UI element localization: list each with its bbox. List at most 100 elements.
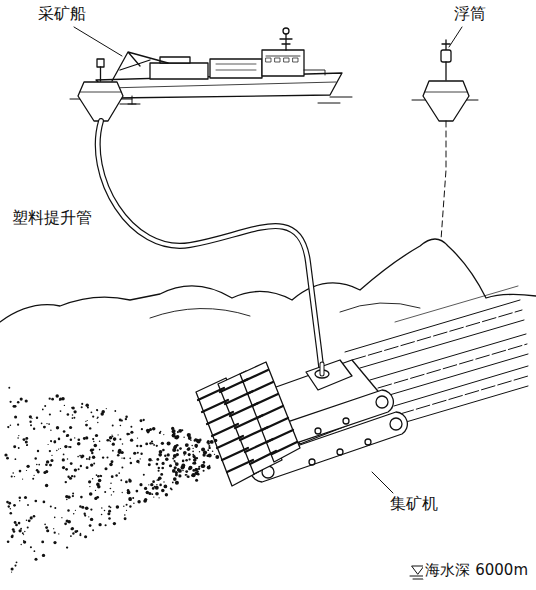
- ore-nodule: [55, 394, 58, 397]
- ore-nodule: [108, 517, 111, 520]
- ore-nodule: [130, 439, 133, 442]
- ore-nodule: [151, 460, 152, 461]
- ore-nodule: [156, 484, 157, 485]
- ore-nodule: [70, 462, 73, 465]
- ore-nodule: [201, 447, 205, 451]
- ore-nodule: [85, 436, 88, 439]
- ore-nodule: [115, 474, 117, 476]
- ore-nodule: [29, 421, 31, 423]
- ore-nodule: [8, 506, 10, 508]
- ore-nodule: [118, 434, 119, 435]
- ore-nodule: [129, 505, 131, 507]
- ore-nodule: [43, 426, 46, 429]
- ore-nodule: [185, 459, 188, 462]
- ore-nodule: [41, 540, 44, 543]
- ore-nodule: [140, 419, 143, 422]
- ore-nodule: [65, 495, 68, 498]
- ore-nodule: [172, 482, 174, 484]
- ore-nodule: [156, 445, 158, 447]
- ore-nodule: [96, 474, 98, 476]
- ore-nodule: [29, 415, 32, 418]
- ore-nodule: [69, 477, 72, 480]
- ore-nodule: [158, 497, 159, 498]
- ore-nodule: [212, 451, 214, 453]
- ore-nodule: [105, 524, 107, 526]
- ore-nodule: [210, 440, 214, 444]
- ore-nodule: [97, 485, 101, 489]
- ore-nodule: [214, 439, 217, 442]
- ore-nodule: [72, 406, 75, 409]
- ore-nodule: [112, 450, 114, 452]
- ore-nodule: [124, 517, 127, 520]
- ore-nodule: [17, 437, 19, 439]
- ore-nodule: [203, 470, 205, 472]
- ore-nodule: [81, 406, 83, 408]
- ore-nodule: [49, 398, 51, 400]
- ore-nodule: [172, 457, 174, 459]
- ore-nodule: [70, 535, 72, 537]
- ore-nodule: [74, 468, 77, 471]
- lift-pipe: [98, 121, 322, 374]
- ore-nodule: [23, 534, 24, 535]
- ore-nodule: [197, 473, 200, 476]
- ore-nodule: [130, 462, 133, 465]
- ore-nodule: [80, 533, 82, 535]
- ore-nodule: [174, 460, 176, 462]
- ore-nodule: [37, 471, 40, 474]
- ore-nodule: [86, 458, 88, 460]
- ore-nodule: [118, 450, 121, 453]
- ore-nodule: [54, 517, 56, 519]
- ore-nodule: [199, 439, 202, 442]
- ore-nodule: [133, 452, 136, 455]
- ore-nodule: [99, 441, 101, 443]
- ore-nodule: [30, 516, 33, 519]
- ore-nodule: [192, 462, 194, 464]
- ore-nodule: [148, 463, 151, 466]
- ore-nodule: [23, 540, 26, 543]
- ore-nodule: [80, 465, 82, 467]
- ore-nodule: [81, 506, 84, 509]
- ore-nodule: [73, 513, 75, 515]
- ore-nodule: [88, 516, 89, 517]
- ore-nodule: [110, 482, 112, 484]
- ore-nodule: [130, 431, 133, 434]
- ore-nodule: [50, 440, 52, 442]
- ore-nodule: [207, 449, 209, 451]
- ore-nodule: [203, 461, 206, 464]
- ore-nodule: [159, 432, 161, 434]
- ore-nodule: [188, 447, 191, 450]
- part-label: 集矿机: [388, 494, 440, 513]
- ore-nodule: [46, 529, 49, 532]
- ore-nodule: [18, 529, 21, 532]
- ore-nodule: [90, 463, 93, 466]
- ore-nodule: [71, 407, 73, 409]
- ore-nodule: [14, 565, 16, 567]
- ore-nodule: [140, 453, 142, 455]
- ore-nodule: [49, 450, 51, 452]
- ore-nodule: [66, 499, 68, 501]
- ore-nodule: [194, 444, 198, 448]
- ore-nodule: [19, 497, 22, 500]
- ore-nodule: [58, 438, 61, 441]
- ore-nodule: [112, 435, 114, 437]
- ore-nodule: [191, 445, 193, 447]
- ore-nodule: [44, 405, 46, 407]
- ore-nodule: [113, 522, 116, 525]
- ore-nodule: [59, 399, 60, 400]
- ore-nodule: [200, 464, 204, 468]
- ore-nodule: [202, 465, 205, 468]
- ore-nodule: [88, 480, 91, 483]
- ore-nodule: [192, 451, 194, 453]
- part-label: 采矿船: [36, 4, 88, 23]
- ore-nodule: [92, 478, 93, 479]
- ore-nodule: [196, 447, 198, 449]
- ore-nodule: [195, 479, 198, 482]
- ore-nodule: [19, 500, 21, 502]
- ore-nodule: [79, 505, 82, 508]
- ore-nodule: [199, 451, 200, 452]
- ore-nodule: [72, 493, 74, 495]
- ore-nodule: [90, 411, 92, 413]
- ore-nodule: [174, 466, 177, 469]
- ore-nodule: [158, 453, 162, 457]
